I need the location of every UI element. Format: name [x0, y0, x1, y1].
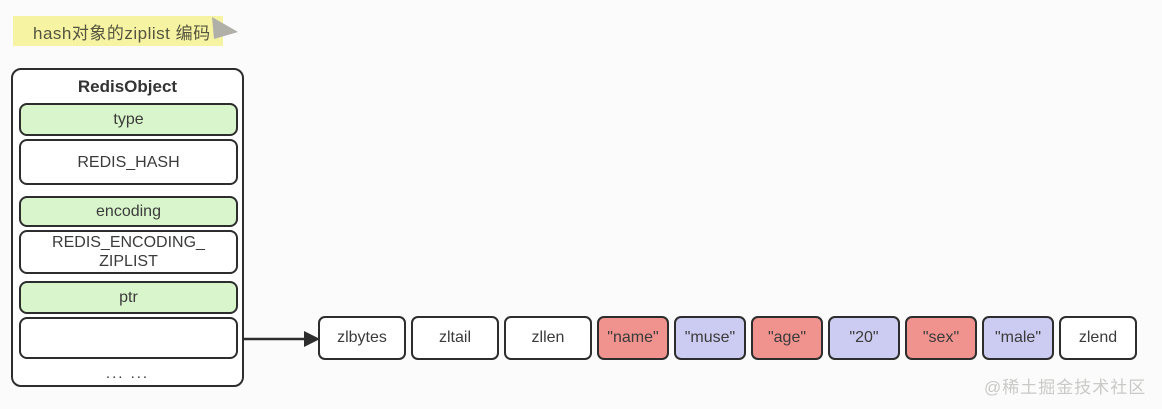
field-type-value: REDIS_HASH — [19, 139, 238, 185]
ziplist-cell-key-sex: "sex" — [905, 316, 977, 360]
ziplist-cell-zltail: zltail — [411, 316, 499, 360]
ziplist-cell-zlbytes: zlbytes — [318, 316, 406, 360]
ziplist-cell-zllen: zllen — [504, 316, 592, 360]
redis-object-box: RedisObject type REDIS_HASH encoding RED… — [11, 68, 244, 387]
ziplist-row: zlbytes zltail zllen "name" "muse" "age"… — [318, 316, 1137, 360]
ziplist-cell-key-name: "name" — [597, 316, 669, 360]
field-encoding: encoding — [19, 196, 238, 227]
encoding-value-line2: ZIPLIST — [99, 253, 158, 270]
ziplist-cell-value-20: "20" — [828, 316, 900, 360]
pointer-arrow — [243, 331, 320, 347]
field-ptr-value — [19, 317, 238, 359]
field-ptr: ptr — [19, 281, 238, 314]
ziplist-cell-key-age: "age" — [751, 316, 823, 360]
field-type: type — [19, 103, 238, 136]
note-fold-icon — [212, 17, 238, 39]
note-label: hash对象的ziplist 编码 — [13, 16, 223, 46]
field-encoding-value: REDIS_ENCODING_ ZIPLIST — [19, 230, 238, 274]
more-fields-ellipsis: ... ... — [105, 365, 150, 382]
arrowhead-icon — [304, 331, 320, 347]
redis-object-title: RedisObject — [77, 77, 178, 96]
ziplist-cell-value-male: "male" — [982, 316, 1054, 360]
ziplist-cell-value-muse: "muse" — [674, 316, 746, 360]
watermark: @稀土掘金技术社区 — [984, 378, 1147, 397]
note-text: hash对象的ziplist 编码 — [33, 23, 211, 43]
ziplist-cell-zlend: zlend — [1059, 316, 1137, 360]
encoding-value-line1: REDIS_ENCODING_ — [52, 234, 205, 251]
